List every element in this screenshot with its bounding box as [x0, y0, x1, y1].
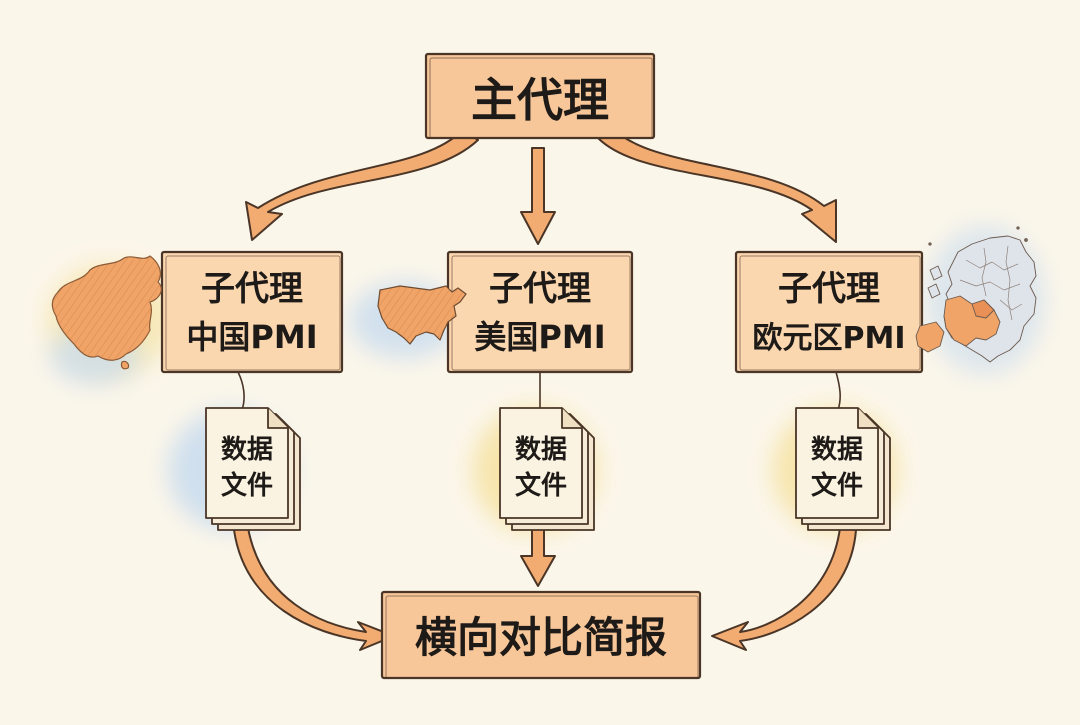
europe-map-icon	[915, 226, 1037, 363]
data-file-china-line2: 文件	[221, 470, 273, 501]
sub-agent-china-line2: 中国PMI	[186, 318, 317, 356]
data-file-china: 数据 文件	[205, 407, 301, 531]
data-file-euro-line2: 文件	[811, 470, 863, 501]
usa-map-icon	[377, 285, 467, 345]
data-file-usa: 数据 文件	[499, 407, 595, 531]
document-stack-icon	[499, 407, 595, 531]
document-stack-icon	[795, 407, 891, 531]
document-stack-icon	[205, 407, 301, 531]
data-file-euro: 数据 文件	[795, 407, 891, 531]
sub-agent-node-euro: 子代理 欧元区PMI	[734, 250, 924, 374]
arrow-main-to-china	[245, 129, 479, 241]
sub-agent-usa-line2: 美国PMI	[474, 318, 605, 356]
sub-agent-usa-line1: 子代理	[489, 269, 591, 309]
comparison-report-node: 横向对比简报	[380, 590, 702, 680]
sub-agent-node-usa: 子代理 美国PMI	[446, 250, 634, 374]
sub-agent-china-line1: 子代理	[201, 269, 303, 309]
connectors	[237, 371, 841, 411]
arrow-usa-to-report	[520, 525, 556, 587]
arrow-main-to-usa	[520, 147, 556, 245]
china-map-icon	[51, 255, 162, 370]
main-agent-node: 主代理	[424, 52, 656, 140]
data-file-usa-line1: 数据	[515, 435, 567, 465]
data-file-usa-line2: 文件	[515, 470, 567, 501]
sub-agent-node-china: 子代理 中国PMI	[160, 250, 344, 374]
comparison-report-label: 横向对比简报	[415, 613, 667, 662]
data-file-china-line1: 数据	[221, 435, 273, 465]
main-agent-label: 主代理	[471, 73, 609, 127]
data-file-euro-line1: 数据	[811, 435, 863, 465]
sub-agent-euro-line1: 子代理	[778, 269, 880, 309]
arrow-main-to-euro	[597, 127, 837, 243]
arrow-china-to-report	[233, 527, 395, 651]
sub-agent-euro-line2: 欧元区PMI	[752, 321, 905, 356]
arrows	[233, 127, 857, 651]
arrow-euro-to-report	[711, 527, 857, 651]
